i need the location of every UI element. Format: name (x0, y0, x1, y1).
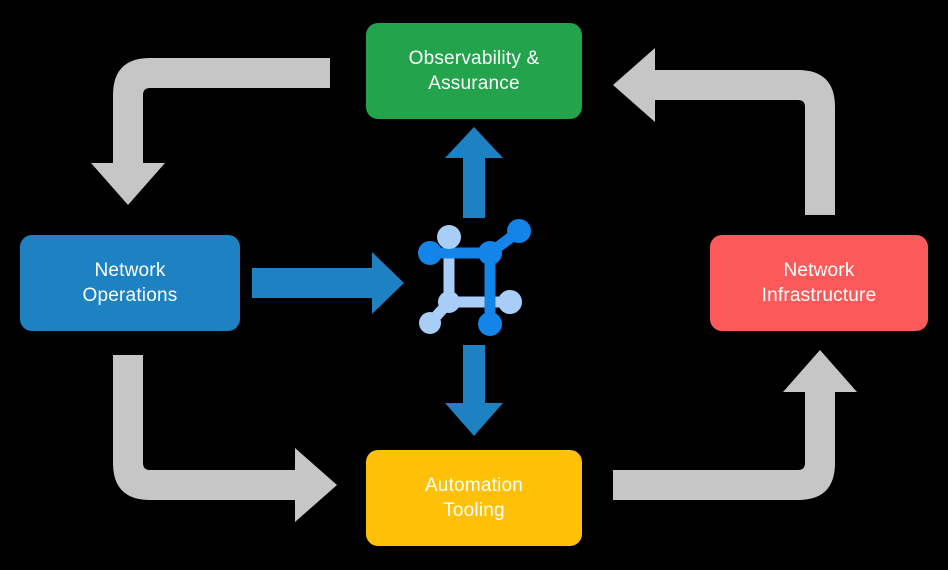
node-network-operations[interactable]: Network Operations (20, 235, 240, 331)
node-network-infrastructure-label: Network Infrastructure (761, 259, 877, 306)
connector-observability-to-network-operations (91, 58, 330, 205)
network-topology-icon (418, 219, 531, 336)
node-network-infrastructure[interactable]: Network Infrastructure (710, 235, 928, 331)
node-automation-tooling-label: Automation Tooling (424, 474, 524, 521)
connector-automation-tooling-to-network-infrastructure (613, 350, 857, 500)
connector-network-infrastructure-to-observability (613, 48, 835, 215)
node-automation-tooling[interactable]: Automation Tooling (366, 450, 582, 546)
connector-center-to-automation-tooling (445, 345, 503, 436)
node-observability-label: Observability & Assurance (408, 47, 540, 94)
node-network-operations-label: Network Operations (82, 259, 178, 306)
connector-network-operations-to-automation-tooling (113, 355, 337, 522)
node-observability-and-assurance[interactable]: Observability & Assurance (366, 23, 582, 119)
connector-center-to-observability (445, 127, 503, 218)
connector-network-operations-to-center (252, 252, 404, 314)
